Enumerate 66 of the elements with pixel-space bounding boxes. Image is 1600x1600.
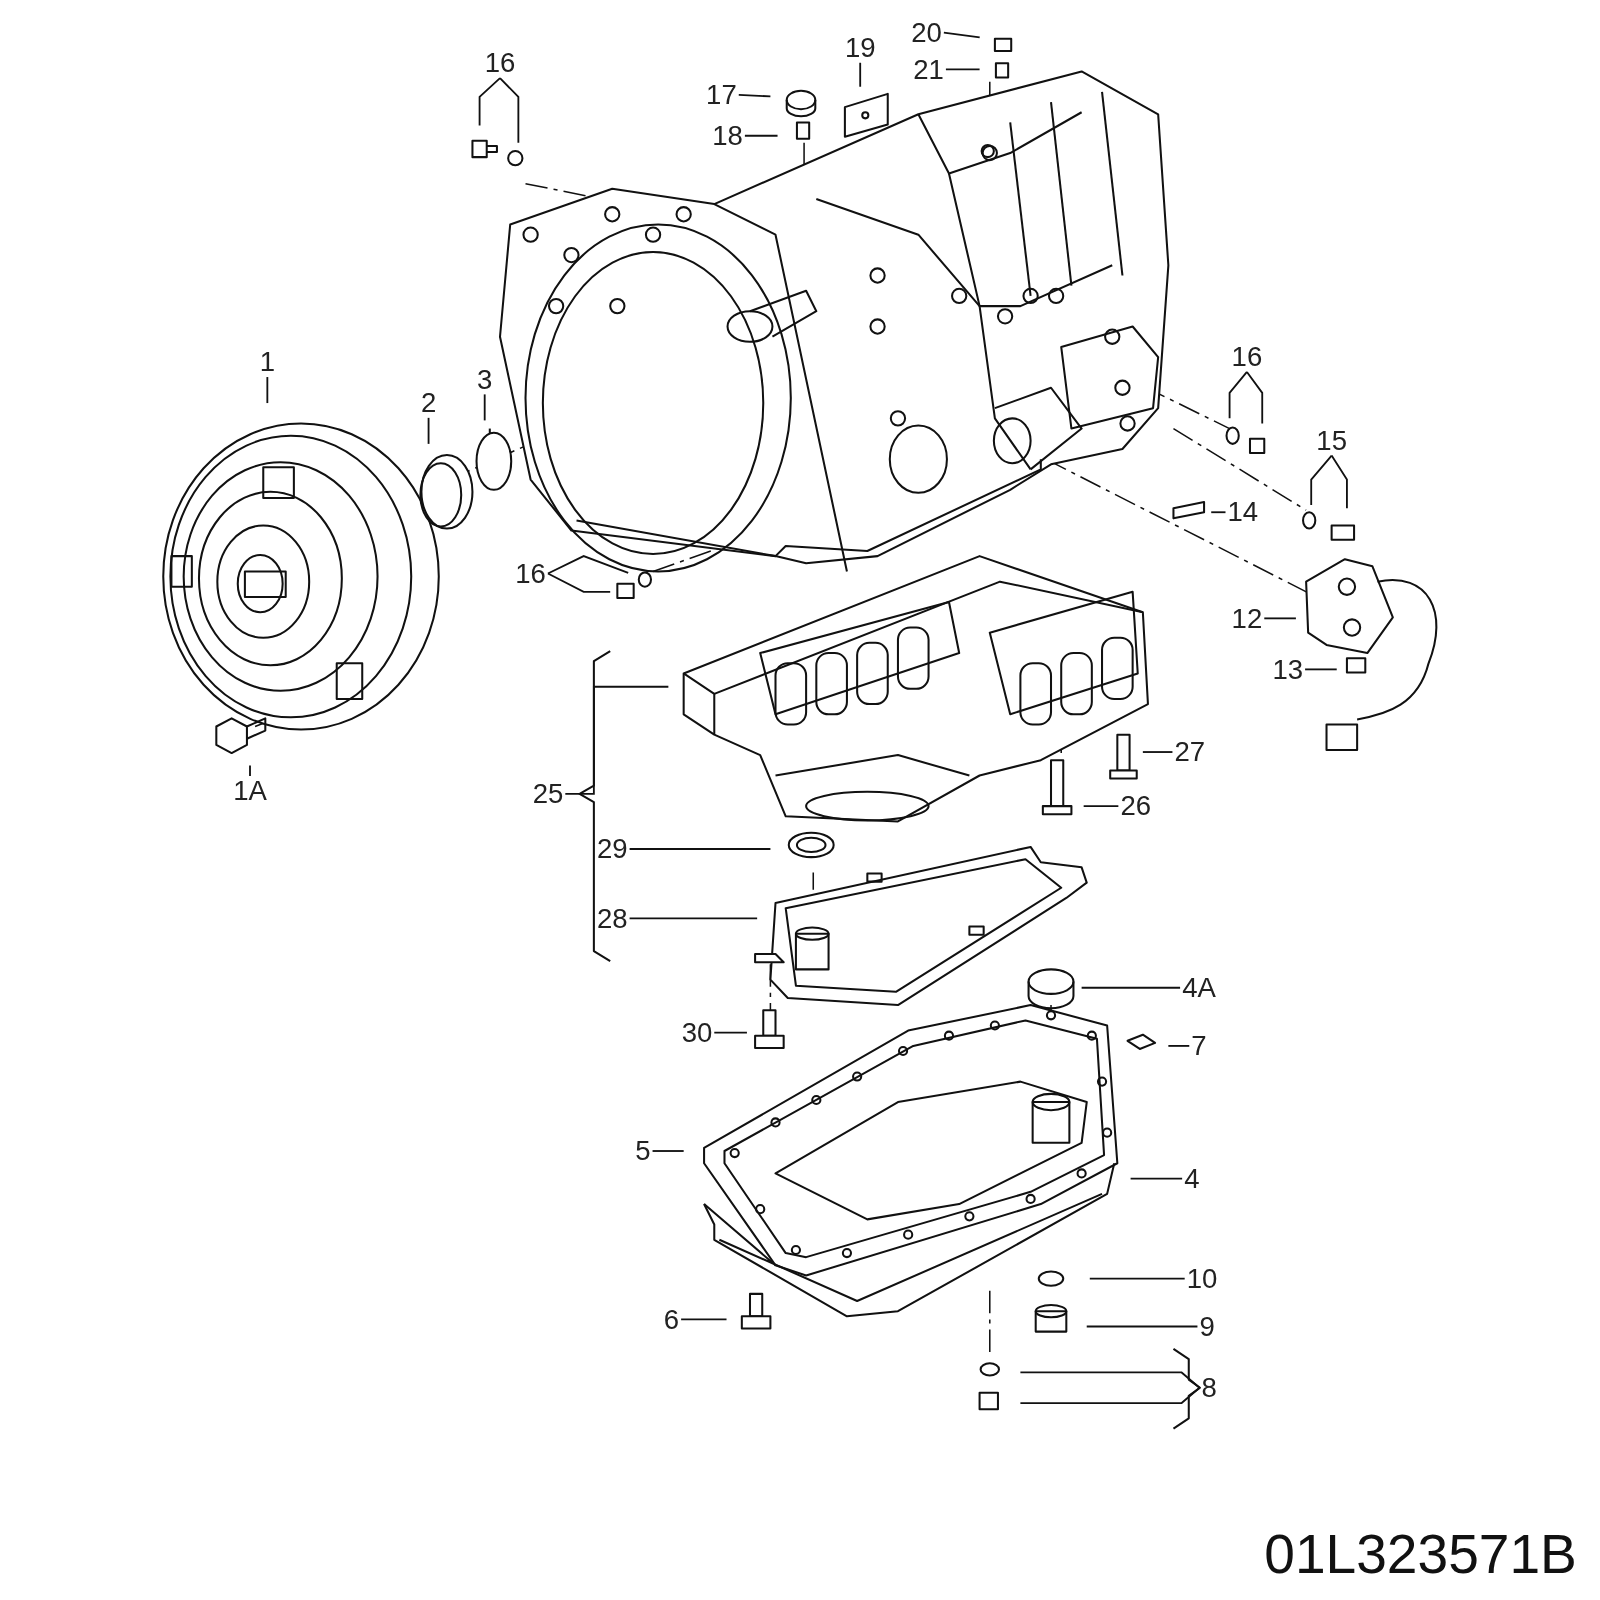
callout-number: 1 <box>257 347 278 378</box>
leader-line <box>1310 454 1333 507</box>
leader-line <box>859 61 862 88</box>
callout-number: 28 <box>594 903 630 934</box>
callout-number: 26 <box>1118 791 1154 821</box>
leader-line <box>478 77 501 127</box>
callout-number: 6 <box>661 1304 682 1335</box>
callout-number: 16 <box>482 48 518 79</box>
leader-line <box>713 1031 748 1034</box>
callout-number: 14 <box>1225 497 1261 528</box>
leader-line <box>547 572 612 593</box>
callout-number: 21 <box>911 54 946 85</box>
leader-line <box>1080 986 1181 989</box>
leader-line <box>680 1318 728 1321</box>
callout-number: 7 <box>1189 1031 1209 1061</box>
leader-line <box>483 393 486 422</box>
leader-line <box>628 917 759 920</box>
leader-line <box>249 764 251 777</box>
leader-line <box>499 77 520 144</box>
callout-number: 2 <box>418 388 439 418</box>
leader-line <box>628 848 772 850</box>
leader-line <box>564 685 670 795</box>
leader-line <box>743 134 779 137</box>
leader-line <box>945 68 981 71</box>
callout-number: 5 <box>633 1136 653 1166</box>
leader-line <box>1019 1386 1201 1404</box>
callout-number: 12 <box>1229 603 1265 634</box>
leader-line <box>1141 751 1174 753</box>
leader-line <box>1167 1045 1191 1047</box>
leader-line <box>942 31 981 39</box>
callout-number: 9 <box>1197 1311 1217 1342</box>
callout-number: 1A <box>231 776 269 806</box>
callout-number: 27 <box>1172 737 1208 767</box>
callout-number: 15 <box>1314 426 1349 456</box>
leader-line <box>1330 454 1348 510</box>
leader-line <box>1129 1177 1184 1180</box>
leader-line <box>1019 1371 1201 1389</box>
callout-number: 30 <box>679 1017 715 1048</box>
callout-number: 10 <box>1184 1263 1220 1294</box>
callout-number: 25 <box>530 779 566 809</box>
callout-number: 20 <box>909 17 944 48</box>
leader-line <box>1085 1325 1199 1328</box>
leader-line <box>547 555 630 575</box>
leader-line <box>1088 1277 1186 1280</box>
leader-line <box>1082 805 1120 808</box>
callout-number: 16 <box>513 558 548 589</box>
leader-line <box>1246 371 1264 425</box>
callout-number: 18 <box>710 120 745 151</box>
callout-number: 8 <box>1199 1372 1219 1403</box>
leader-line <box>737 94 772 98</box>
callout-number: 4A <box>1180 972 1218 1003</box>
callout-number: 29 <box>594 834 630 864</box>
callout-number: 13 <box>1270 654 1306 685</box>
part-number: 01L323571B <box>1264 1522 1577 1586</box>
callout-number: 16 <box>1229 342 1265 372</box>
callout-number: 19 <box>842 33 878 63</box>
leader-line <box>427 416 430 445</box>
leader-line <box>1228 371 1248 420</box>
callout-number: 17 <box>704 80 739 110</box>
leader-line <box>266 376 269 404</box>
callout-number: 4 <box>1182 1163 1202 1194</box>
leader-line <box>1304 668 1338 671</box>
leader-line <box>1263 617 1297 620</box>
callout-number: 3 <box>475 364 495 395</box>
leader-line <box>1210 511 1227 514</box>
leader-line <box>651 1150 685 1152</box>
